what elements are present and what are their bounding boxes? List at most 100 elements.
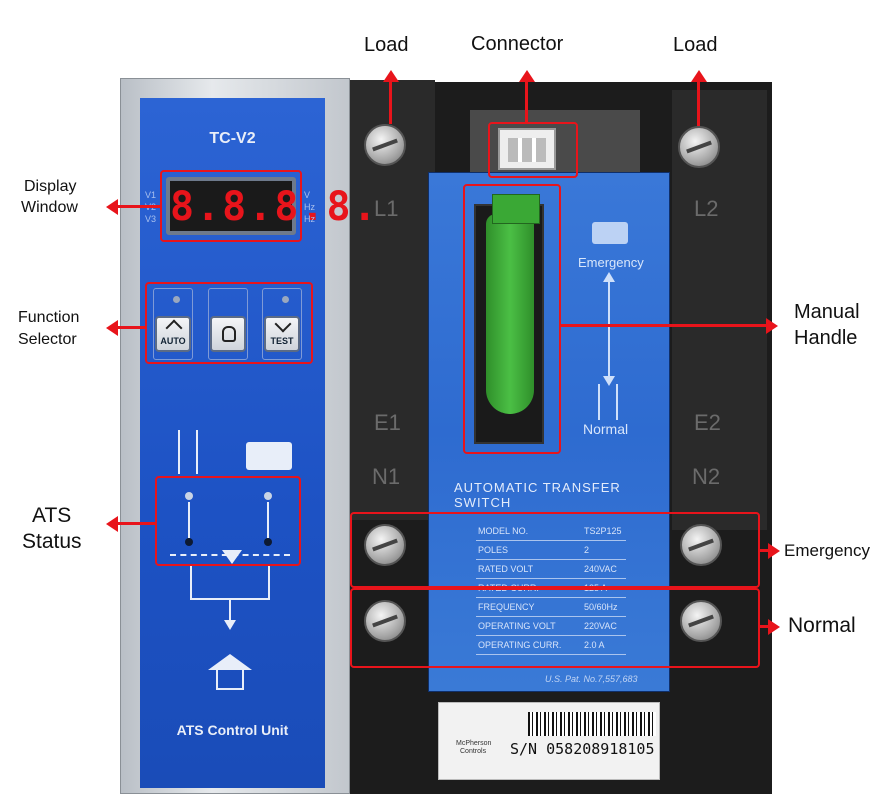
generator-icon xyxy=(592,222,628,244)
nameplate-row: OPERATING CURR.2.0 A xyxy=(476,636,626,655)
normal-screw-left xyxy=(364,600,406,642)
normal-arrowhead xyxy=(768,619,780,635)
status-funnel xyxy=(190,566,270,600)
connector-label: Connector xyxy=(471,33,564,55)
direction-arrow-up xyxy=(603,272,615,282)
emergency-box xyxy=(350,512,760,588)
load-right-label: Load xyxy=(673,34,718,56)
nameplate-row: MODEL NO.TS2P125 xyxy=(476,522,626,541)
load-screw-right xyxy=(678,126,720,168)
connector-pins xyxy=(508,138,546,162)
status-source-dot xyxy=(185,492,193,500)
display-arrowhead xyxy=(106,199,118,215)
terminal-l1-label: L1 xyxy=(374,196,399,221)
ats-status-label-1: ATS xyxy=(32,504,72,527)
terminal-n1-label: N1 xyxy=(372,464,401,489)
emergency-screw-right xyxy=(680,524,722,566)
pylon-icon xyxy=(178,430,198,474)
ats-front-panel xyxy=(428,172,670,692)
function-arrowhead xyxy=(106,320,118,336)
display-right-label: Hz xyxy=(304,202,315,212)
status-triangle xyxy=(222,550,242,564)
load-right-arrowhead xyxy=(691,70,707,82)
barcode xyxy=(528,712,656,736)
panel-emergency-label: Emergency xyxy=(578,255,644,270)
normal-screw-right xyxy=(680,600,722,642)
display-left-label: V1 xyxy=(145,190,157,200)
button-bezel xyxy=(208,288,248,360)
normal-label: Normal xyxy=(788,614,856,637)
button-bezel xyxy=(153,288,193,360)
connector-box xyxy=(488,122,578,178)
auto-button-label: AUTO xyxy=(160,336,186,346)
test-led xyxy=(282,296,289,303)
patent-text: U.S. Pat. No.7,557,683 xyxy=(545,674,638,684)
direction-arrow-line xyxy=(608,280,610,380)
load-screw-left xyxy=(364,124,406,166)
status-line xyxy=(267,502,269,538)
load-left-arrowhead xyxy=(383,70,399,82)
emergency-arrowhead xyxy=(768,543,780,559)
handle-cap xyxy=(492,194,540,224)
house-icon xyxy=(208,654,252,690)
emergency-screw-left xyxy=(364,524,406,566)
display-window-label-2: Window xyxy=(21,199,78,216)
test-button[interactable]: TEST xyxy=(264,315,300,352)
brand-sub: Controls xyxy=(460,748,487,755)
emergency-label: Emergency xyxy=(784,541,870,560)
display-window: 8.8.8.8. xyxy=(166,177,379,235)
direction-arrow-down xyxy=(603,376,615,386)
handle-arrowhead xyxy=(766,318,778,334)
connector-arrowhead xyxy=(519,70,535,82)
ats-title: AUTOMATIC TRANSFER SWITCH xyxy=(454,480,621,510)
emergency-arrow xyxy=(760,549,770,552)
generator-icon xyxy=(246,442,292,470)
connector-arrow xyxy=(525,80,528,122)
display-right-label: Hz xyxy=(304,214,315,224)
status-down-arrow xyxy=(224,620,236,630)
control-unit-model: TC-V2 xyxy=(209,130,256,147)
load-left-arrow xyxy=(389,80,392,124)
normal-arrow xyxy=(760,625,770,628)
load-left-label: Load xyxy=(364,34,409,56)
manual-handle-label-2: Handle xyxy=(794,327,858,349)
status-arrow xyxy=(118,522,155,525)
display-arrow xyxy=(118,205,160,208)
manual-handle-box xyxy=(463,184,561,454)
status-arrowhead xyxy=(106,516,118,532)
ats-status-label-2: Status xyxy=(22,530,82,553)
ats-status-box xyxy=(155,476,301,566)
status-breaker-dot xyxy=(264,538,272,546)
display-left-label: V3 xyxy=(145,214,157,224)
status-breaker-dot xyxy=(185,538,193,546)
normal-box xyxy=(350,588,760,668)
function-arrow xyxy=(118,326,145,329)
manual-button[interactable] xyxy=(210,316,246,352)
display-window-box xyxy=(160,170,302,242)
test-button-label: TEST xyxy=(270,336,294,346)
terminal-n2-label: N2 xyxy=(692,464,721,489)
terminal-e2-label: E2 xyxy=(694,410,721,435)
handle-arrow xyxy=(561,324,767,327)
auto-led xyxy=(173,296,180,303)
manual-handle[interactable] xyxy=(486,214,534,414)
display-digits: 8.8.8.8. xyxy=(170,184,379,230)
brand-name: McPherson xyxy=(456,740,492,747)
manual-handle-label-1: Manual xyxy=(794,301,860,323)
auto-button[interactable]: AUTO xyxy=(155,316,191,352)
function-selector-box xyxy=(145,282,313,364)
brand-logo: McPherson Controls xyxy=(448,714,500,766)
load-right-arrow xyxy=(697,80,700,126)
status-line xyxy=(188,502,190,538)
function-selector-label-1: Function xyxy=(18,309,80,326)
pylon-icon xyxy=(598,384,618,420)
terminal-e1-label: E1 xyxy=(374,410,401,435)
function-selector-label-2: Selector xyxy=(18,331,77,348)
status-down-line xyxy=(229,600,231,622)
control-unit-footer: ATS Control Unit xyxy=(176,722,289,738)
display-window-label-1: Display xyxy=(24,178,77,195)
